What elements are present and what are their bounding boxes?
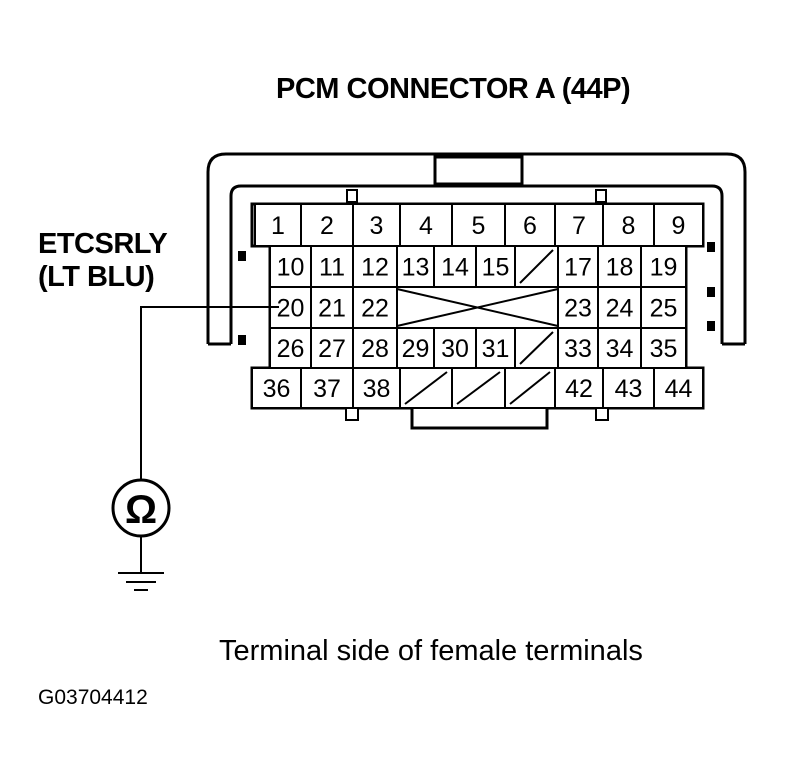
terminal-number: 43: [615, 375, 643, 403]
terminal-number: 38: [363, 375, 391, 403]
terminal-number: 23: [564, 295, 592, 323]
empty-cavity-mark: [456, 371, 501, 405]
terminal-cell: [504, 203, 556, 247]
terminal-cell: [475, 327, 516, 369]
terminal-number: 1: [271, 212, 285, 240]
terminal-number: 30: [441, 335, 469, 363]
terminal-number: 24: [606, 295, 634, 323]
terminal-cell: [640, 245, 687, 288]
terminal-number: 5: [472, 212, 486, 240]
wire-color-label: (LT BLU): [38, 261, 155, 293]
side-key-right-2: [707, 287, 715, 297]
terminal-cell: [597, 327, 642, 369]
empty-cavity-mark: [519, 331, 554, 365]
probe-wire: [140, 306, 279, 481]
terminal-number: 31: [482, 335, 510, 363]
terminal-number: 17: [564, 254, 592, 282]
terminal-cell: [310, 245, 354, 288]
terminal-cell: [554, 367, 604, 409]
terminal-number: 9: [672, 212, 686, 240]
terminal-number: 22: [361, 295, 389, 323]
wire-signal-name: ETCSRLY: [38, 228, 168, 260]
terminal-number: 21: [318, 295, 346, 323]
blocked-area-mark: [396, 288, 559, 327]
terminal-cell: [653, 367, 704, 409]
terminal-cell: [352, 245, 398, 288]
terminal-number: 26: [277, 335, 305, 363]
terminal-number: 13: [402, 254, 430, 282]
bottom-key: [410, 408, 549, 430]
terminal-number: 6: [523, 212, 537, 240]
terminal-number: 7: [572, 212, 586, 240]
terminal-cell: [475, 245, 516, 288]
empty-cavity-mark: [509, 371, 551, 405]
bottom-tab-right: [595, 407, 609, 421]
terminal-number: 12: [361, 254, 389, 282]
terminal-cell: [433, 245, 477, 288]
figure-id: G03704412: [38, 686, 148, 709]
terminal-number: 10: [277, 254, 305, 282]
terminal-cell: [399, 203, 453, 247]
terminal-number: 33: [564, 335, 592, 363]
terminal-number: 35: [650, 335, 678, 363]
terminal-number: 19: [650, 254, 678, 282]
terminal-number: 3: [370, 212, 384, 240]
terminal-number: 34: [606, 335, 634, 363]
terminal-number: 28: [361, 335, 389, 363]
terminal-number: 20: [277, 295, 305, 323]
top-tab-left: [346, 189, 358, 203]
ohm-icon: Ω: [125, 488, 157, 532]
terminal-cell: [300, 367, 354, 409]
view-caption: Terminal side of female terminals: [219, 635, 643, 667]
terminal-number: 11: [319, 254, 345, 282]
terminal-number: 36: [263, 375, 291, 403]
terminal-number: 15: [482, 254, 510, 282]
connector-housing-inner: [229, 184, 724, 344]
terminal-number: 4: [419, 212, 433, 240]
terminal-number: 44: [665, 375, 693, 403]
terminal-number: 27: [318, 335, 346, 363]
terminal-number: 14: [441, 254, 469, 282]
terminal-number: 18: [606, 254, 634, 282]
terminal-number: 42: [565, 375, 593, 403]
connector-latch: [433, 155, 524, 186]
terminal-cell: [269, 327, 312, 369]
empty-cavity-mark: [519, 249, 554, 284]
terminal-cell: [602, 367, 655, 409]
terminal-cell: [396, 245, 435, 288]
connector-housing-outer: [206, 152, 747, 344]
top-tab-right: [595, 189, 607, 203]
terminal-cell: [602, 203, 655, 247]
diagram-title: PCM CONNECTOR A (44P): [276, 73, 631, 105]
empty-cavity-mark: [404, 371, 448, 405]
bottom-tab-left: [345, 407, 359, 421]
terminal-number: 2: [320, 212, 334, 240]
terminal-number: 29: [402, 335, 430, 363]
terminal-number: 25: [650, 295, 678, 323]
side-key-right-3: [707, 321, 715, 331]
side-key-right-1: [707, 242, 715, 252]
terminal-number: 37: [313, 375, 341, 403]
terminal-cell: [269, 245, 312, 288]
terminal-cell: [557, 286, 599, 329]
side-key-left-1: [238, 251, 246, 261]
terminal-cell: [640, 286, 687, 329]
terminal-cell: [597, 245, 642, 288]
side-key-left-2: [238, 335, 246, 345]
terminal-number: 8: [622, 212, 636, 240]
